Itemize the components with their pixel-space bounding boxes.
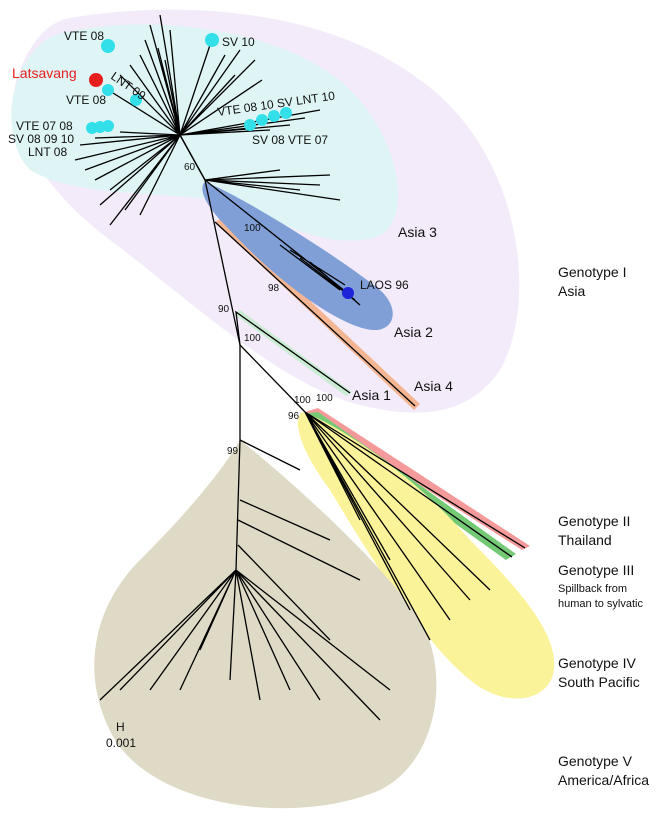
asia2-branches xyxy=(204,179,361,306)
bootstrap-100-asia2: 100 xyxy=(244,223,261,234)
sv080910-marker-2[interactable] xyxy=(102,120,114,132)
genotype-i-region: Asia xyxy=(558,283,585,299)
genotype-v-branches xyxy=(99,439,391,721)
laos96-marker[interactable] xyxy=(342,287,354,299)
vte0810-marker-2[interactable] xyxy=(256,114,268,126)
bootstrap-96: 96 xyxy=(288,411,300,422)
label-sv08-vte07: SV 08 VTE 07 xyxy=(252,133,328,147)
label-asia4: Asia 4 xyxy=(414,378,453,394)
genotype-iv-name: Genotype IV xyxy=(558,655,636,671)
label-vte07-08: VTE 07 08 xyxy=(16,119,73,133)
lineage-labels: Asia 3 Asia 2 Asia 4 Asia 1 xyxy=(352,224,453,403)
label-sv10: SV 10 xyxy=(222,35,255,49)
genotype-i-name: Genotype I xyxy=(558,264,627,280)
bootstrap-90: 90 xyxy=(218,304,230,315)
scale-bar-value: 0.001 xyxy=(106,736,136,750)
genotype-v-name: Genotype V xyxy=(558,753,633,769)
sample-markers xyxy=(86,33,354,299)
branch-group xyxy=(74,131,181,226)
branch-group xyxy=(104,14,181,136)
branch-group xyxy=(179,44,263,136)
genotype-iv-region xyxy=(297,412,555,699)
asia1-branch xyxy=(235,310,351,394)
label-lnt08: LNT 08 xyxy=(28,145,67,159)
bootstrap-values: 60 100 98 90 100 100 100 96 99 xyxy=(184,162,333,457)
genotype-labels: Genotype I Asia Genotype II Thailand Gen… xyxy=(558,264,649,788)
tree-branches xyxy=(74,14,526,721)
genotype-ii-name: Genotype II xyxy=(558,513,630,529)
genotype-v-region: America/Africa xyxy=(558,772,649,788)
lnt09-marker[interactable] xyxy=(102,84,114,96)
bootstrap-100-b: 100 xyxy=(316,393,333,404)
genotype-ii-iv-branches xyxy=(239,344,526,641)
label-latsavang: Latsavang xyxy=(12,65,77,81)
bootstrap-99: 99 xyxy=(227,446,239,457)
bootstrap-98: 98 xyxy=(268,283,280,294)
vte0810-marker-1[interactable] xyxy=(244,119,256,131)
asia4-region xyxy=(215,218,420,410)
scale-bar: H 0.001 xyxy=(106,720,136,750)
genotype-iii-note-2: human to sylvatic xyxy=(558,598,643,610)
sv10-marker[interactable] xyxy=(205,33,219,47)
latsavang-marker[interactable] xyxy=(89,73,103,87)
genotype-iv-region: South Pacific xyxy=(558,674,640,690)
vte08-mid-marker[interactable] xyxy=(130,94,142,106)
scale-bar-glyph: H xyxy=(116,720,125,734)
label-laos96: LAOS 96 xyxy=(360,278,409,292)
bootstrap-100-asia1: 100 xyxy=(244,333,261,344)
bootstrap-100-a: 100 xyxy=(294,395,311,406)
bootstrap-60: 60 xyxy=(184,162,196,173)
vte0810-marker-4[interactable] xyxy=(280,107,292,119)
label-asia2: Asia 2 xyxy=(394,324,433,340)
label-vte08-top: VTE 08 xyxy=(64,29,104,43)
label-sv080910: SV 08 09 10 xyxy=(8,132,74,146)
label-asia1: Asia 1 xyxy=(352,387,391,403)
asia4-branch xyxy=(214,221,416,407)
genotype-ii-region: Thailand xyxy=(558,532,612,548)
genotype-iii-note-1: Spillback from xyxy=(558,583,627,595)
label-asia3: Asia 3 xyxy=(398,224,437,240)
genotype-v-region xyxy=(94,440,437,809)
genotype-iii-name: Genotype III xyxy=(558,562,634,578)
label-vte08-mid: VTE 08 xyxy=(66,93,106,107)
vte0810-marker-3[interactable] xyxy=(268,110,280,122)
vte08-top-marker[interactable] xyxy=(101,39,115,53)
